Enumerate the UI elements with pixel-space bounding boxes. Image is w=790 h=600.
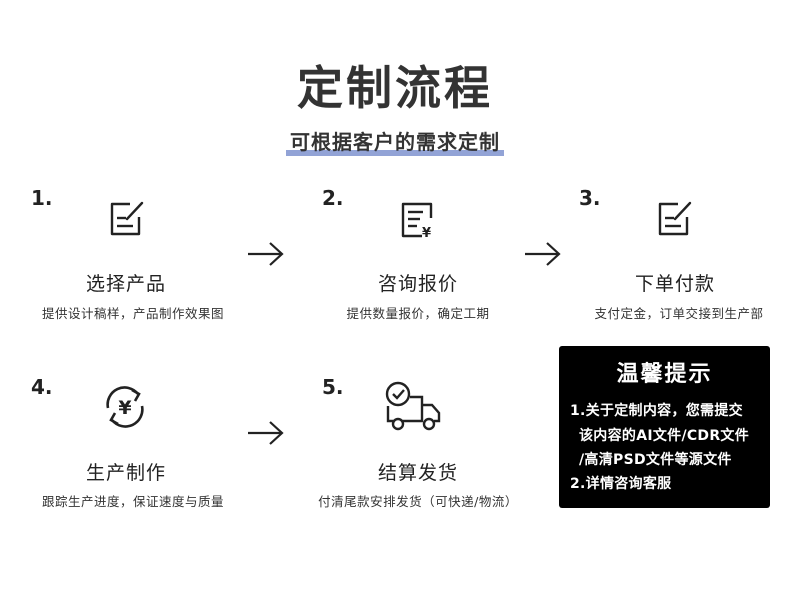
page-title: 定制流程 (297, 61, 493, 115)
delivery-truck-icon (385, 381, 441, 431)
arrow-right-icon (248, 421, 284, 445)
notice-line: 该内容的AI文件/CDR文件 (579, 428, 750, 444)
step-desc: 跟踪生产进度，保证速度与质量 (41, 494, 224, 509)
subtitle-wrap: 可根据客户的需求定制 (0, 126, 790, 157)
step-name: 生产制作 (85, 462, 166, 484)
step-desc: 提供设计稿样，产品制作效果图 (41, 306, 224, 321)
step-number: 3. (579, 186, 601, 210)
svg-text:¥: ¥ (118, 397, 131, 419)
step-name: 结算发货 (377, 462, 458, 484)
step-number: 5. (322, 375, 344, 399)
step-name: 咨询报价 (377, 273, 458, 295)
step-desc: 支付定金，订单交接到生产部 (594, 306, 764, 321)
step-number: 1. (31, 186, 53, 210)
notice-title: 温馨提示 (616, 362, 713, 387)
step-desc: 付清尾款安排发货（可快递/物流） (318, 494, 518, 509)
step-name: 下单付款 (634, 273, 715, 295)
arrow-right-icon (248, 242, 284, 266)
price-list-icon: ¥ (401, 202, 433, 240)
notice-line: /高清PSD文件等源文件 (579, 452, 732, 468)
step-name: 选择产品 (85, 273, 166, 295)
notice-line: 2.详情咨询客服 (570, 476, 672, 492)
notice-line: 1.关于定制内容，您需提交 (570, 403, 743, 419)
edit-icon (658, 201, 692, 236)
step-number: 4. (31, 375, 53, 399)
arrow-right-icon (525, 242, 561, 266)
subtitle-text: 可根据客户的需求定制 (290, 130, 500, 154)
page-subtitle: 可根据客户的需求定制 (286, 126, 504, 157)
step-desc: 提供数量报价，确定工期 (346, 306, 490, 321)
notice-box: 温馨提示 1.关于定制内容，您需提交 该内容的AI文件/CDR文件 /高清PSD… (559, 346, 770, 508)
edit-icon (110, 201, 144, 236)
step-number: 2. (322, 186, 344, 210)
svg-text:¥: ¥ (422, 226, 431, 240)
yuan-cycle-icon: ¥ (106, 386, 144, 428)
